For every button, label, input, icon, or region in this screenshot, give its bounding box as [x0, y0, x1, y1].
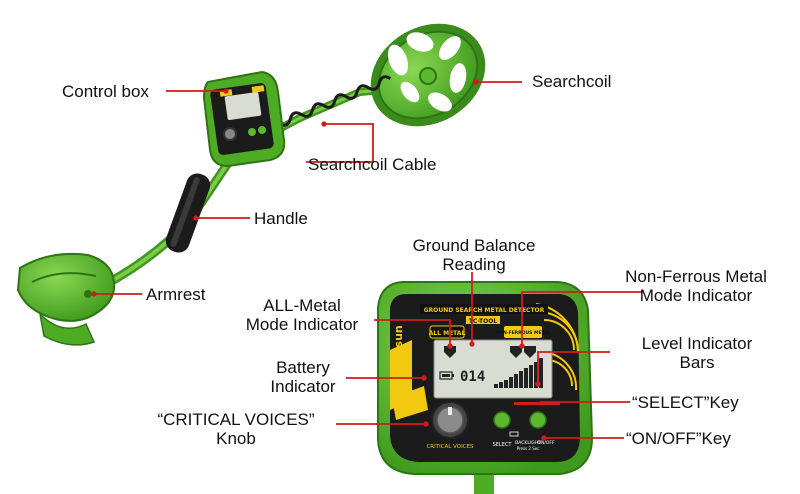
backlight-icon	[509, 431, 519, 437]
label-battery: Battery Indicator	[262, 358, 344, 396]
searchcoil-cable	[266, 75, 392, 129]
select-key[interactable]	[493, 411, 511, 429]
label-non-ferrous: Non-Ferrous Metal Mode Indicator	[606, 267, 786, 305]
label-searchcoil: Searchcoil	[532, 72, 612, 91]
panel-closeup: GROUND SEARCH METAL DETECTOR TC-TOOL all…	[377, 281, 594, 494]
leader-lines	[94, 81, 643, 439]
backlight-label: BACKLIGHT	[515, 440, 541, 446]
label-control-box: Control box	[62, 82, 149, 101]
label-all-metal-line2: Mode Indicator	[245, 315, 359, 334]
on-off-label: ON/OFF	[537, 440, 555, 446]
label-critical-voices: “CRITICAL VOICES” Knob	[136, 410, 336, 448]
label-level-bars: Level Indicator Bars	[612, 334, 782, 372]
label-ground-balance-line2: Reading	[442, 255, 506, 274]
label-battery-line2: Indicator	[270, 377, 336, 396]
label-on-off-key: “ON/OFF”Key	[626, 429, 731, 448]
knob-label: CRITICAL VOICES	[426, 444, 474, 450]
label-all-metal: ALL-Metal Mode Indicator	[232, 296, 372, 334]
label-critical-voices-line2: Knob	[216, 429, 256, 448]
searchcoil	[370, 23, 486, 127]
control-box	[202, 70, 286, 168]
critical-voices-knob[interactable]	[431, 401, 469, 439]
label-critical-voices-line1: “CRITICAL VOICES”	[157, 410, 315, 429]
label-select-key: “SELECT”Key	[632, 393, 739, 412]
non-ferrous-tag: NON-FERROUS METAL	[495, 330, 550, 336]
label-armrest: Armrest	[146, 285, 206, 304]
full-detector	[16, 23, 486, 346]
label-searchcoil-cable: Searchcoil Cable	[308, 155, 437, 174]
all-metal-indicator-icon	[444, 346, 456, 358]
backlight-sub-label: Press 2 Sec	[517, 446, 540, 451]
select-label: SELECT	[493, 442, 513, 448]
level-indicator-bars	[494, 358, 543, 388]
label-level-bars-line2: Bars	[679, 353, 715, 372]
label-battery-line1: Battery	[276, 358, 330, 377]
on-off-key[interactable]	[529, 411, 547, 429]
armrest	[16, 252, 116, 346]
ground-balance-reading: 014	[460, 369, 485, 385]
model-badge-bg	[466, 316, 500, 324]
label-ground-balance: Ground Balance Reading	[396, 236, 552, 274]
leader-dots	[91, 79, 547, 441]
handle	[165, 173, 211, 253]
all-metal-tag: ALL METAL	[429, 330, 466, 337]
label-ground-balance-line1: Ground Balance	[412, 236, 536, 255]
model-badge: TC-TOOL	[469, 318, 498, 325]
label-handle: Handle	[254, 209, 308, 228]
label-all-metal-line1: ALL-Metal	[263, 296, 341, 315]
label-non-ferrous-line2: Mode Indicator	[639, 286, 753, 305]
brand-logo: allosun	[392, 325, 405, 370]
non-ferrous-indicator-icon	[510, 346, 522, 358]
label-level-bars-line1: Level Indicator	[641, 334, 753, 353]
panel-header: GROUND SEARCH METAL DETECTOR	[424, 307, 545, 314]
label-non-ferrous-line1: Non-Ferrous Metal	[625, 267, 767, 286]
